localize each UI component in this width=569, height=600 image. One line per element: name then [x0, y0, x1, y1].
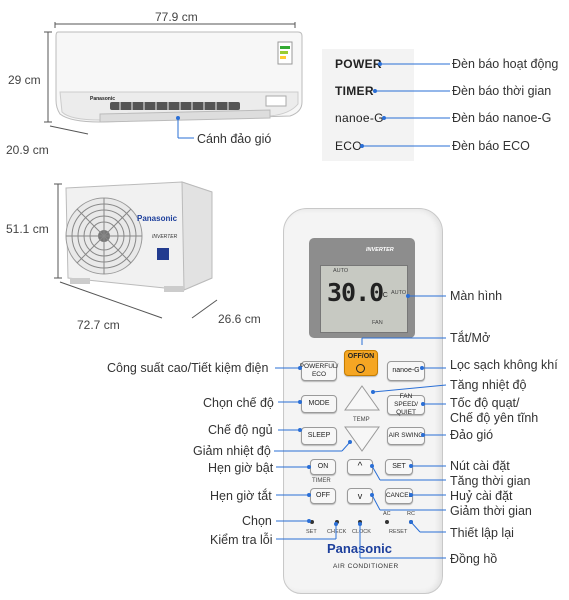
indicator-panel — [322, 49, 414, 161]
rc-label: RC — [407, 511, 415, 517]
reset-small-label: RESET — [389, 529, 408, 535]
label-reset: Thiết lập lại — [450, 526, 514, 540]
label-temp-up: Tăng nhiệt độ — [450, 378, 527, 392]
label-air-swing: Đảo gió — [450, 428, 494, 442]
outdoor-width-label: 72.7 cm — [77, 318, 120, 332]
air-swing-button[interactable]: AIR SWING — [387, 427, 425, 445]
indicator-nanoe-desc: Đèn báo nanoe-G — [452, 111, 552, 125]
timer-label: TIMER — [312, 478, 331, 484]
indicator-timer-desc: Đèn báo thời gian — [452, 84, 552, 98]
indoor-height-label: 29 cm — [8, 73, 41, 87]
lcd-fan: FAN — [372, 320, 383, 326]
lcd-unit: °C — [380, 292, 388, 299]
swing-label: Cánh đảo gió — [197, 132, 272, 146]
indoor-depth-label: 20.9 cm — [6, 143, 49, 157]
clock-pin[interactable] — [358, 520, 362, 524]
cancel-button[interactable]: CANCEL — [385, 488, 413, 504]
rc-pin[interactable] — [409, 520, 413, 524]
indicator-power: POWER — [335, 57, 382, 71]
lcd-temperature: 30.0 — [327, 278, 384, 307]
label-powerful-eco: Công suất cao/Tiết kiệm điện — [107, 361, 269, 375]
label-check: Kiểm tra lỗi — [210, 533, 273, 547]
label-fan-speed: Tốc độ quạt/ — [450, 396, 520, 410]
label-time-up: Tăng thời gian — [450, 474, 531, 488]
outdoor-height-label: 51.1 cm — [6, 222, 49, 236]
outdoor-unit-illustration — [54, 181, 218, 319]
label-temp-down: Giảm nhiệt độ — [193, 444, 271, 458]
outdoor-brand-logo: Panasonic — [137, 214, 178, 223]
label-air-purify: Lọc sạch không khí — [450, 358, 558, 372]
nanoe-button[interactable]: nanoe-G — [387, 361, 425, 381]
remote-subtitle: AIR CONDITIONER — [333, 563, 399, 570]
temp-label: TEMP — [353, 417, 370, 423]
ac-label: AC — [383, 511, 391, 517]
chevron-up-icon: ^ — [357, 461, 363, 472]
set-pin[interactable] — [310, 520, 314, 524]
label-time-down: Giảm thời gian — [450, 504, 532, 518]
label-clock: Đồng hồ — [450, 552, 498, 566]
lcd-auto: AUTO — [333, 268, 349, 274]
label-timer-on: Hẹn giờ bật — [208, 461, 274, 475]
temp-up-button[interactable] — [343, 384, 381, 412]
indoor-width-label: 77.9 cm — [155, 10, 198, 24]
check-small-label: CHECK — [327, 529, 347, 535]
indoor-unit-illustration — [44, 22, 303, 135]
outdoor-depth-label: 26.6 cm — [218, 312, 261, 326]
label-set: Nút cài đặt — [450, 459, 510, 473]
chevron-down-icon: v — [357, 491, 363, 501]
remote-lcd — [320, 265, 408, 333]
power-icon — [356, 364, 365, 373]
fan-speed-button[interactable]: FAN SPEED/ QUIET — [387, 393, 425, 416]
timer-off-button[interactable]: OFF — [310, 488, 336, 504]
label-select: Chọn — [242, 514, 272, 528]
label-mode: Chọn chế độ — [203, 396, 274, 410]
powerful-eco-button[interactable]: POWERFUL/ ECO — [300, 361, 338, 381]
clock-small-label: CLOCK — [352, 529, 371, 535]
indicator-eco-desc: Đèn báo ECO — [452, 139, 530, 153]
set-button[interactable]: SET — [385, 459, 413, 475]
ac-pin[interactable] — [385, 520, 389, 524]
indicator-power-desc: Đèn báo hoạt động — [452, 57, 559, 71]
indoor-brand-logo: Panasonic — [90, 96, 116, 102]
label-power: Tắt/Mở — [450, 331, 491, 345]
sleep-button[interactable]: SLEEP — [301, 427, 337, 445]
label-screen: Màn hình — [450, 289, 503, 303]
label-sleep: Chế độ ngủ — [208, 423, 273, 437]
timer-up-button[interactable]: ^ — [347, 459, 373, 475]
label-quiet: Chế độ yên tĩnh — [450, 411, 539, 425]
remote-inverter-logo: INVERTER — [366, 247, 394, 253]
indicator-nanoe: nanoe-G — [335, 111, 384, 125]
indicator-timer: TIMER — [335, 84, 374, 98]
lcd-auto-fan: AUTO — [391, 290, 407, 296]
remote-brand-logo: Panasonic — [327, 541, 393, 556]
temp-down-button[interactable] — [343, 425, 381, 453]
mode-button[interactable]: MODE — [301, 395, 337, 413]
outdoor-inverter-badge: INVERTER — [152, 234, 178, 240]
label-timer-off: Hẹn giờ tắt — [210, 489, 272, 503]
label-cancel: Huỷ cài đặt — [450, 489, 513, 503]
timer-on-button[interactable]: ON — [310, 459, 336, 475]
set-small-label: SET — [306, 529, 317, 535]
check-pin[interactable] — [335, 520, 339, 524]
indicator-eco: ECO — [335, 139, 362, 153]
timer-down-button[interactable]: v — [347, 488, 373, 504]
